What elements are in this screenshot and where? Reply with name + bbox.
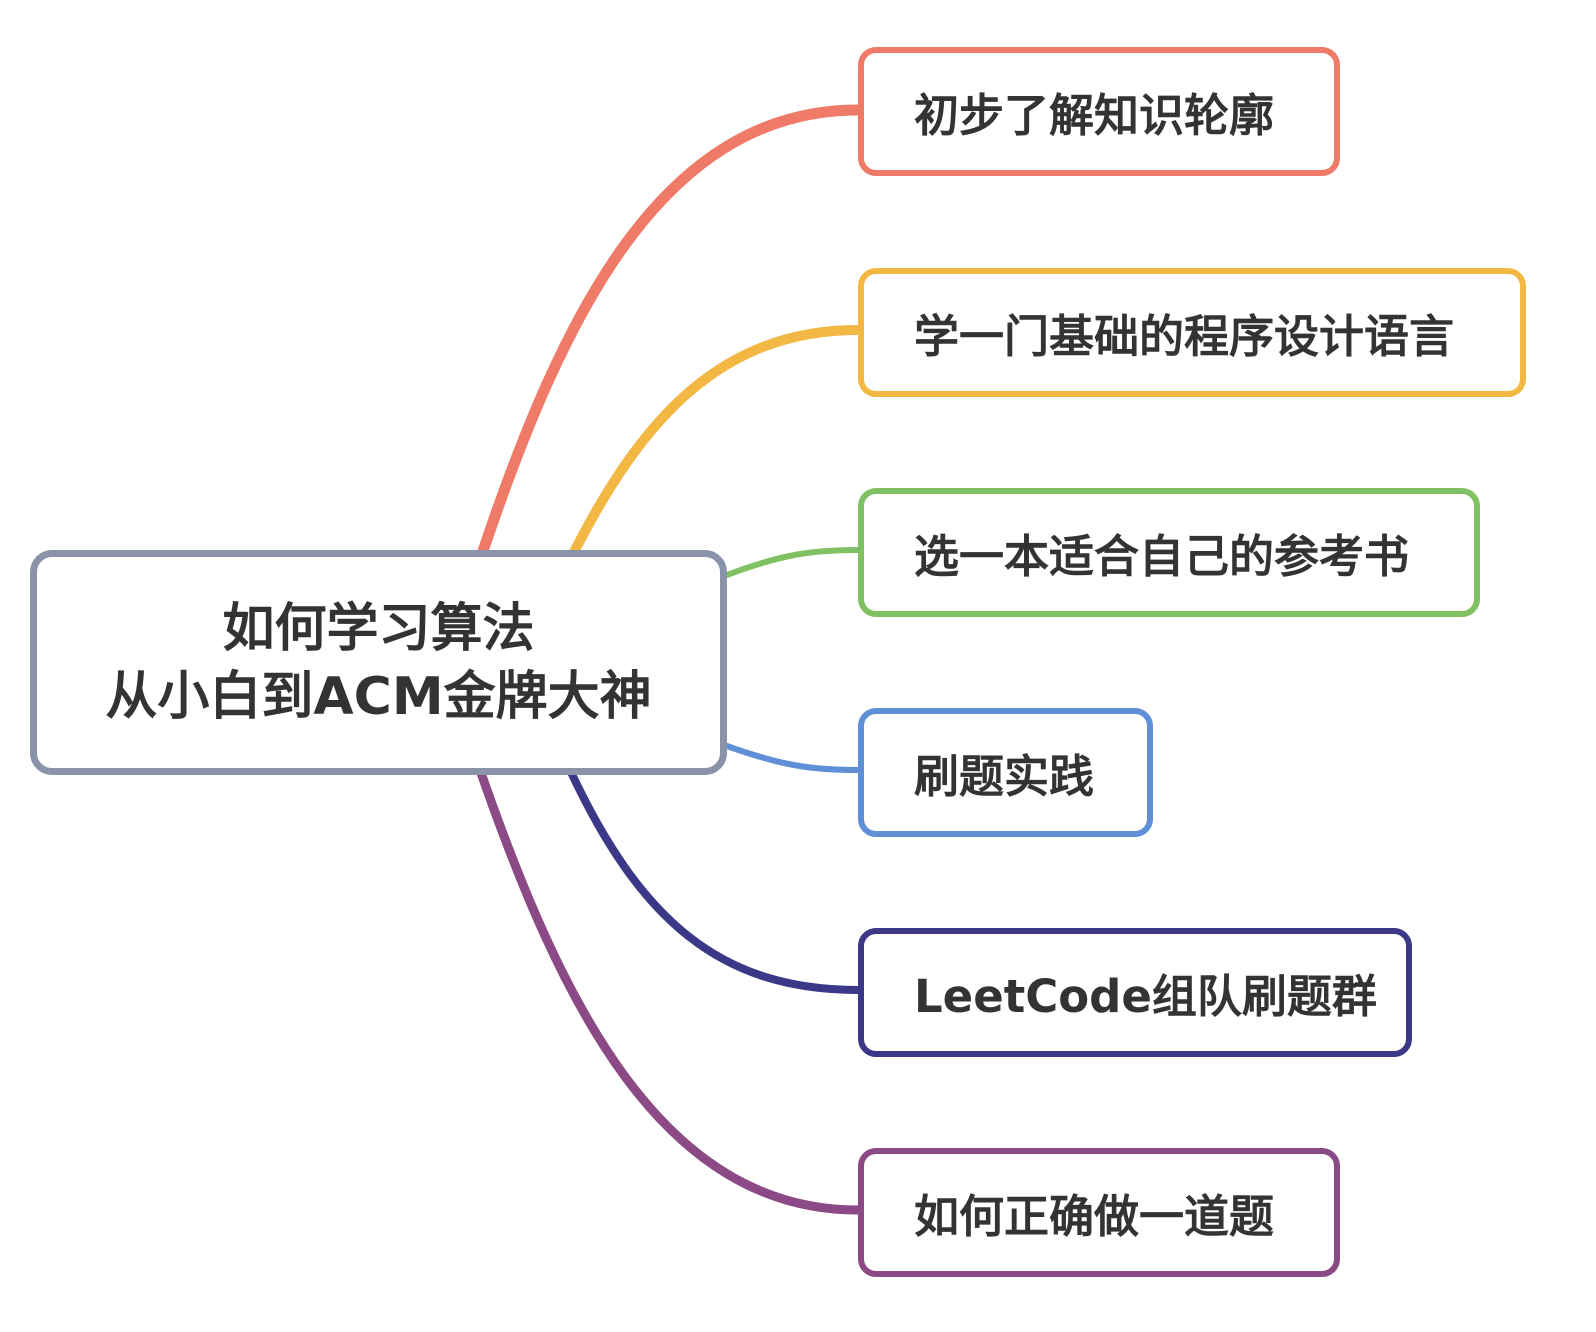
- connector-line-1: [474, 104, 864, 566]
- connector-line-3: [724, 547, 861, 578]
- branch-node-2[interactable]: 学一门基础的程序设计语言: [858, 268, 1526, 397]
- root-topic-node[interactable]: 如何学习算法 从小白到ACM金牌大神: [30, 550, 727, 775]
- branch-node-6[interactable]: 如何正确做一道题: [858, 1148, 1340, 1277]
- connector-line-6: [475, 765, 863, 1215]
- branch-label-1: 初步了解知识轮廓: [914, 89, 1275, 142]
- branch-label-5: LeetCode组队刷题群: [914, 970, 1377, 1023]
- branch-label-2: 学一门基础的程序设计语言: [914, 310, 1455, 363]
- connector-line-4: [724, 743, 861, 773]
- root-topic-subtitle: 从小白到ACM金牌大神: [105, 666, 652, 727]
- root-topic-title: 如何学习算法: [222, 598, 535, 659]
- branch-node-1[interactable]: 初步了解知识轮廓: [858, 47, 1340, 176]
- connector-line-2: [565, 325, 863, 565]
- branch-node-4[interactable]: 刷题实践: [858, 708, 1153, 837]
- connector-line-5: [566, 766, 862, 994]
- branch-node-5[interactable]: LeetCode组队刷题群: [858, 928, 1412, 1057]
- branch-label-3: 选一本适合自己的参考书: [914, 530, 1410, 583]
- branch-label-4: 刷题实践: [914, 750, 1095, 803]
- branch-node-3[interactable]: 选一本适合自己的参考书: [858, 488, 1480, 617]
- connector-group: [474, 104, 864, 1215]
- branch-label-6: 如何正确做一道题: [914, 1190, 1275, 1243]
